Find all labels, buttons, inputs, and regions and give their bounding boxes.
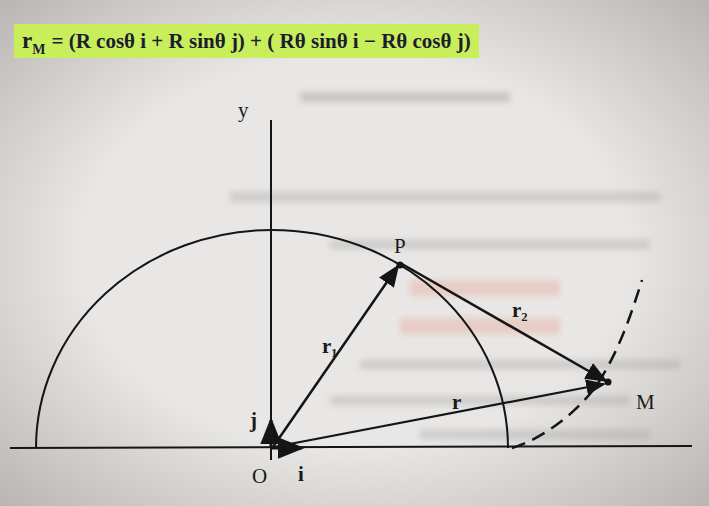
origin-label: O xyxy=(252,466,267,487)
unit-vector-i xyxy=(272,447,302,450)
vector-r1 xyxy=(273,266,398,447)
unit-vector-j xyxy=(270,420,273,447)
point-label: M xyxy=(636,392,655,413)
formula-part: r xyxy=(22,28,32,53)
formula-part: = (R cosθ i + R sinθ j) + ( Rθ sinθ i − … xyxy=(51,29,470,53)
point-label: P xyxy=(394,236,406,257)
vector-label: r xyxy=(452,392,461,413)
vector-label: r₂ xyxy=(512,300,528,321)
y-axis xyxy=(270,120,272,460)
unit-vector-label: i xyxy=(298,464,304,485)
faded-back-text xyxy=(230,92,680,439)
point-m xyxy=(606,380,611,385)
highlighted-formula: rM = (R cosθ i + R sinθ j) + ( Rθ sinθ i … xyxy=(14,24,479,58)
axis-label: y xyxy=(238,100,249,121)
vector-label: r₁ xyxy=(322,336,338,357)
point-p xyxy=(398,263,403,268)
unit-vector-label: j xyxy=(250,410,257,431)
figure xyxy=(10,120,692,460)
vector-r xyxy=(274,384,604,447)
x-axis xyxy=(10,446,692,448)
vector-r2 xyxy=(402,264,606,381)
formula-part: M xyxy=(32,42,45,57)
